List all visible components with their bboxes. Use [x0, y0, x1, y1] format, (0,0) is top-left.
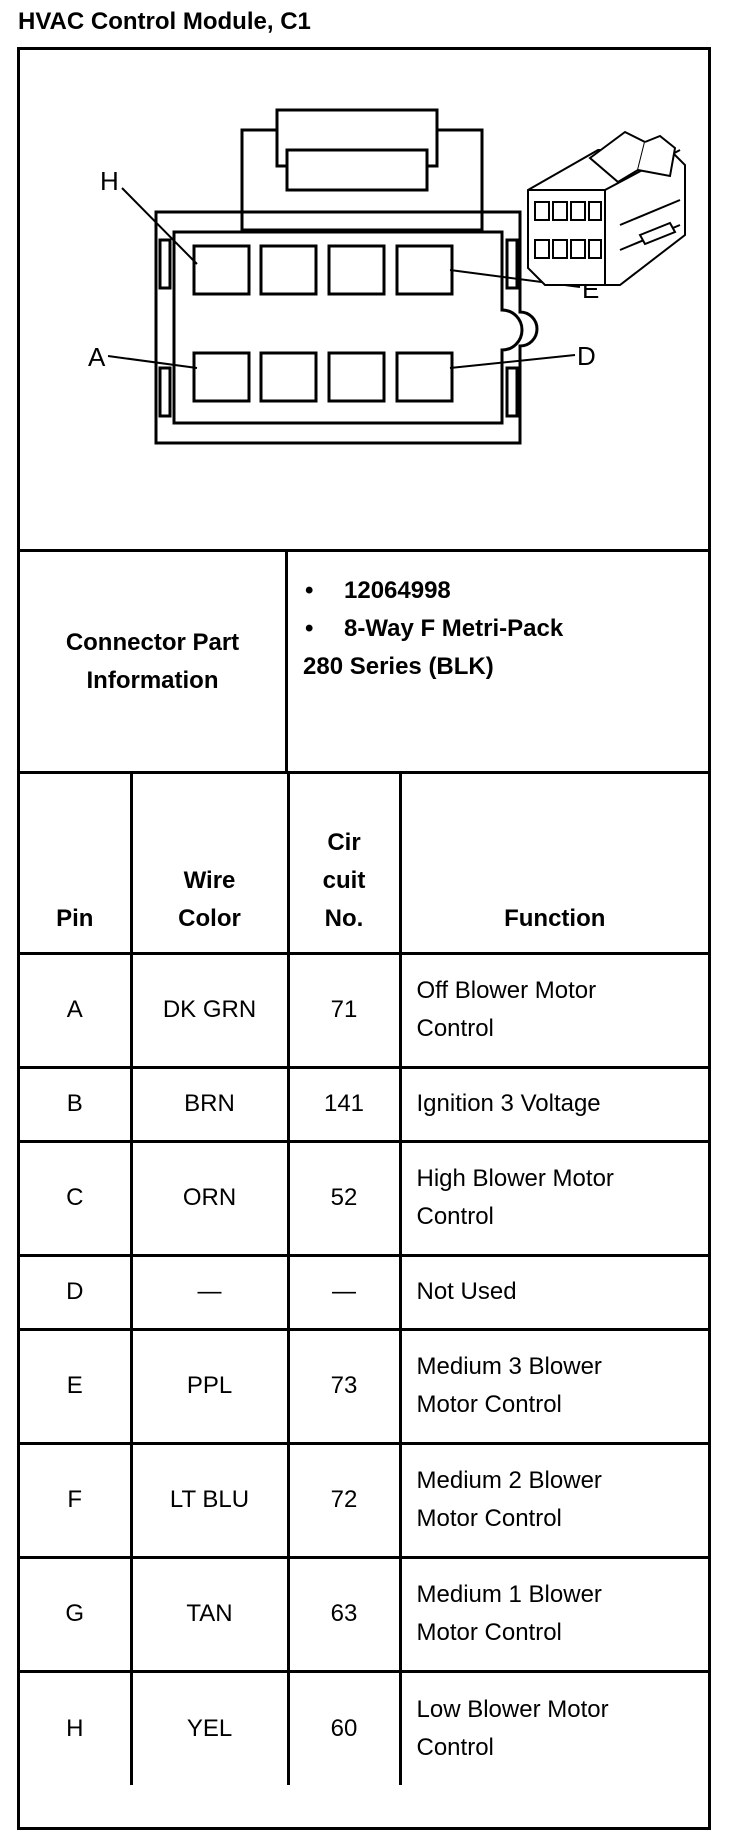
leader-line-d: [449, 354, 576, 369]
circuit-cell: 52: [286, 1139, 402, 1257]
connector-3d-thumbnail: [527, 130, 686, 286]
connector-body-inner: [172, 230, 524, 425]
connector-diagram: H E A D: [88, 108, 686, 445]
circuit-cell: 73: [286, 1327, 402, 1445]
pin-table-header-row: Pin Wire Color Cir cuit No. Function: [20, 774, 708, 955]
connector-series: 280 Series (BLK): [303, 653, 494, 680]
cavity-c: [327, 351, 386, 403]
connector-rib: [505, 238, 519, 290]
cavity-g: [259, 244, 318, 296]
pin-label-a: A: [88, 342, 106, 372]
header-pin: Pin: [20, 774, 133, 955]
circuit-cell: 71: [286, 951, 402, 1069]
wire-color-cell: ORN: [129, 1139, 290, 1257]
function-cell: Ignition 3 Voltage: [398, 1065, 708, 1143]
wire-color-cell: LT BLU: [129, 1441, 290, 1559]
wire-color-cell: TAN: [129, 1555, 290, 1673]
cavity-d: [395, 351, 454, 403]
header-function: Function: [398, 774, 708, 955]
leader-line-a: [107, 355, 198, 369]
cavity-h: [192, 244, 251, 296]
bullet-icon: •: [305, 577, 314, 604]
pin-cell: A: [20, 951, 133, 1069]
connector-rib: [158, 366, 172, 418]
pin-cell: F: [20, 1441, 133, 1559]
cavity-f: [327, 244, 386, 296]
connector-part-info-label: Connector Part Information: [20, 552, 288, 771]
pin-cell: H: [20, 1669, 133, 1785]
cavity-b: [259, 351, 318, 403]
leader-line-h: [121, 187, 198, 265]
pin-label-d: D: [577, 341, 596, 371]
circuit-cell: 63: [286, 1555, 402, 1673]
connector-diagram-cell: H E A D: [20, 50, 708, 552]
connector-type-text: 8-Way F Metri-Pack: [344, 615, 564, 642]
header-circuit-no: Cir cuit No.: [286, 774, 402, 955]
table-row: B BRN 141 Ignition 3 Voltage: [20, 1065, 708, 1143]
connector-part-number-text: 12064998: [344, 577, 451, 604]
connector-rib: [505, 366, 519, 418]
cavity-a: [192, 351, 251, 403]
connector-part-info-row: Connector Part Information • 12064998 • …: [20, 552, 708, 774]
connector-part-number: • 12064998: [303, 572, 703, 610]
page-title: HVAC Control Module, C1: [18, 8, 311, 35]
wire-color-cell: BRN: [129, 1065, 290, 1143]
wire-color-cell: DK GRN: [129, 951, 290, 1069]
circuit-cell: —: [286, 1253, 402, 1331]
pin-cell: B: [20, 1065, 133, 1143]
circuit-cell: 141: [286, 1065, 402, 1143]
connector-frame: H E A D: [17, 47, 711, 1830]
circuit-cell: 72: [286, 1441, 402, 1559]
connector-type: • 8-Way F Metri-Pack: [303, 610, 703, 648]
wire-color-cell: PPL: [129, 1327, 290, 1445]
pin-cell: G: [20, 1555, 133, 1673]
table-row: D — — Not Used: [20, 1253, 708, 1331]
pin-cell: E: [20, 1327, 133, 1445]
bullet-icon: •: [305, 615, 314, 642]
header-wire-color: Wire Color: [129, 774, 290, 955]
connector-part-info-details: • 12064998 • 8-Way F Metri-Pack 280 Seri…: [303, 572, 703, 686]
pin-label-h: H: [100, 166, 119, 196]
connector-rib: [158, 238, 172, 290]
pin-cell: C: [20, 1139, 133, 1257]
wire-color-cell: YEL: [129, 1669, 290, 1785]
pin-cell: D: [20, 1253, 133, 1331]
circuit-cell: 60: [286, 1669, 402, 1785]
pin-table: Pin Wire Color Cir cuit No. Function A D…: [20, 774, 708, 1785]
connector-latch-slot: [285, 148, 429, 192]
wire-color-cell: —: [129, 1253, 290, 1331]
cavity-e: [395, 244, 454, 296]
connector-body: [154, 210, 539, 445]
function-cell: Not Used: [398, 1253, 708, 1331]
